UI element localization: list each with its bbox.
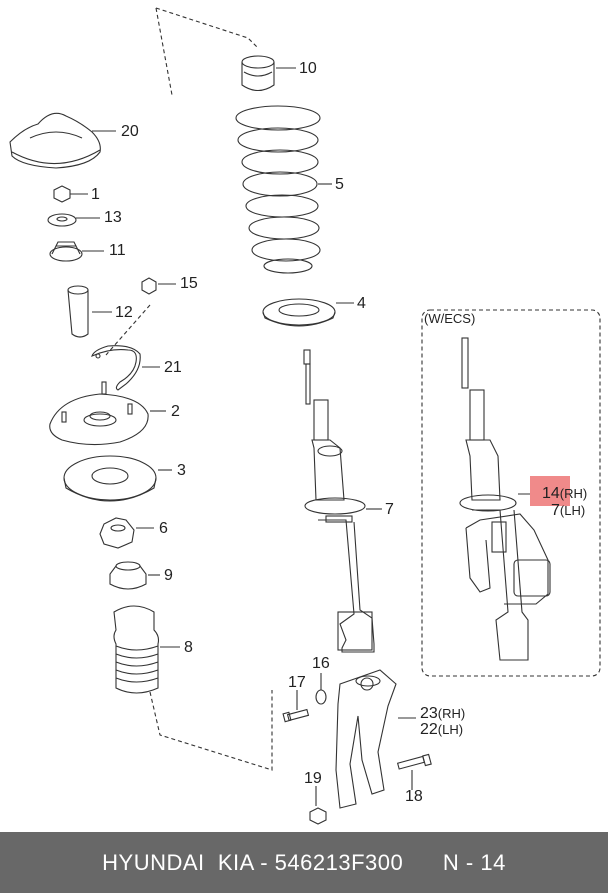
footer-part-number: HYUNDAI KIA - 546213F300 (102, 849, 404, 875)
part-label-7: 7 (385, 501, 394, 518)
washer-16-part (315, 673, 327, 705)
part-label-6: 6 (159, 520, 168, 537)
part-label-13: 13 (104, 209, 122, 226)
part-label-11: 11 (109, 242, 126, 259)
ecs-variant-box (421, 309, 601, 677)
coil-spring-part (235, 105, 332, 274)
part-label-3: 3 (177, 462, 186, 479)
nut-15-part (141, 277, 176, 295)
side-lh-7: (LH) (559, 503, 586, 518)
part-label-16: 16 (312, 655, 330, 672)
bolt-18-part (396, 753, 432, 790)
part-label-4: 4 (357, 295, 366, 312)
part-label-21: 21 (164, 359, 182, 376)
footer-page: N - 14 (442, 849, 506, 875)
part-label-18: 18 (405, 788, 423, 805)
dashed-guide-lines (105, 7, 273, 771)
part-label-8: 8 (184, 639, 193, 656)
highlight-swatch (530, 476, 570, 506)
bumper-part (109, 561, 160, 590)
part-label-15: 15 (180, 275, 198, 292)
flange-nut-part (49, 241, 104, 262)
bolt-17-part (282, 690, 310, 723)
strut-mount-part (49, 381, 166, 446)
ecs-strut-part (459, 337, 551, 661)
part-number-7-ecs: 7 (551, 502, 560, 519)
part-label-19: 19 (304, 770, 322, 787)
part-label-1: 1 (91, 186, 100, 203)
part-label-2: 2 (171, 403, 180, 420)
part-label-14: 14(RH) (542, 486, 587, 502)
strut-assembly-part (303, 349, 382, 653)
part-number-22: 22 (420, 721, 438, 738)
footer-spacer (403, 850, 443, 876)
side-rh-23: (RH) (437, 706, 466, 721)
part-label-22: 22(LH) (420, 722, 463, 738)
insulator-ring-part (63, 455, 172, 502)
part-label-9: 9 (164, 567, 173, 584)
part-label-7-ecs: 7(LH) (551, 503, 585, 519)
footer-bar: HYUNDAI KIA - 546213F300 N - 14 (0, 832, 608, 893)
washer-part (47, 213, 100, 227)
part-label-17: 17 (288, 674, 306, 691)
part-label-20: 20 (121, 123, 139, 140)
collar-part (67, 285, 112, 338)
dust-boot-part (113, 605, 180, 694)
part-number-23: 23 (420, 705, 438, 722)
part-label-12: 12 (115, 304, 133, 321)
nut-19-part (309, 786, 327, 825)
nut-part (53, 185, 88, 203)
part-number-14: 14 (542, 485, 560, 502)
spring-seat-part (262, 298, 354, 327)
part-label-23: 23(RH) (420, 706, 465, 722)
variant-label: (W/ECS) (424, 311, 476, 326)
knuckle-arm-part (335, 669, 416, 809)
bump-stop-part (241, 55, 296, 92)
dust-cap-part (9, 112, 116, 169)
part-label-10: 10 (299, 60, 317, 77)
bracket-part (91, 345, 160, 391)
side-lh-22: (LH) (437, 722, 464, 737)
bushing-part (99, 517, 154, 549)
parts-diagram (9, 7, 601, 825)
side-rh-14: (RH) (559, 486, 588, 501)
part-label-5: 5 (335, 176, 344, 193)
